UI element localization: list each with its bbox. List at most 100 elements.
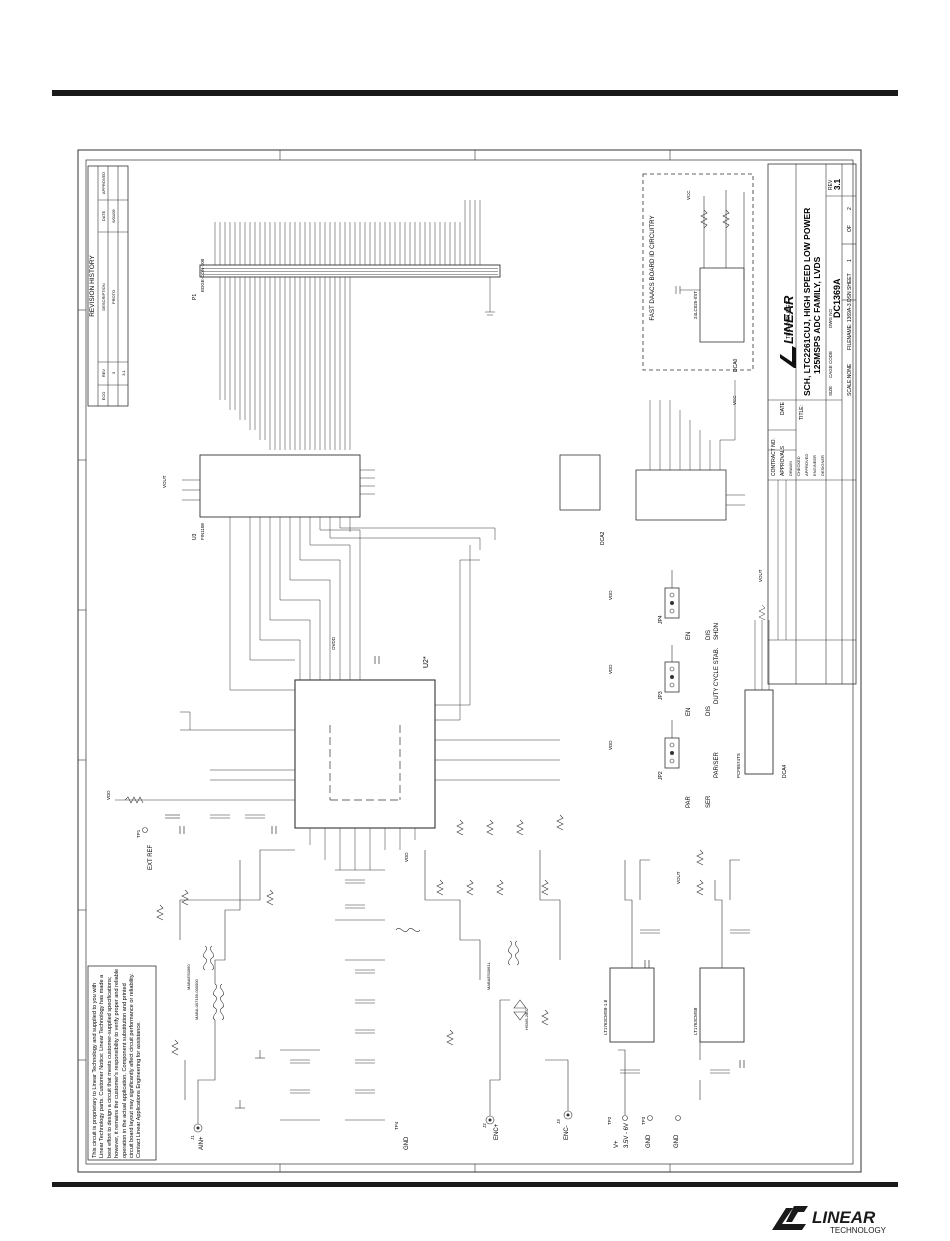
jumper-jp4: JP4 EN DIS SHDN (658, 570, 720, 640)
dwg-number: DC1369A (832, 278, 842, 318)
rev-row2-rev: 3.1 (121, 369, 126, 375)
p1-edge-connector: P1 EDGE-CON-100 (192, 200, 501, 450)
dca2-label: DCA2 (600, 531, 606, 545)
d1-label: HSMS-2802 (524, 1007, 529, 1030)
size-label: SIZE (828, 386, 833, 396)
analog-input-network (156, 849, 295, 1133)
t2-label: MABAES0060 (186, 964, 191, 990)
drawing-frame (77, 149, 862, 1173)
footer-logo-subtext: TECHNOLOGY (830, 1226, 887, 1235)
revision-history-title: REVISION HISTORY (89, 255, 96, 317)
u3-ref: U3 (192, 533, 198, 540)
vdd-label-5: VDD (608, 740, 613, 750)
jp3-function-label: DUTY CYCLE STAB. (714, 647, 720, 704)
notice-text: This circuit is proprietary to Linear Te… (92, 968, 143, 1158)
enc-plus-label: ENC+ (494, 1123, 500, 1140)
sheet-number: 1 (847, 259, 853, 262)
jp4-bottom-label: DIS (706, 630, 712, 640)
u6-ldo (699, 967, 745, 1043)
linear-footer-logo-icon: LINEAR TECHNOLOGY (772, 1206, 887, 1235)
ovdd-label-1: OVDD (331, 636, 336, 650)
jp3-top-label: EN (686, 708, 692, 716)
u1-part: 24LC025-I/ST (693, 291, 698, 319)
board-id-circuit: FAST DAACS BOARD ID CIRCUITRY 24LC025-I/… (642, 173, 754, 371)
rev-number: 3.1 (833, 178, 842, 190)
vdd-label-3: VDD (608, 590, 613, 600)
drawing-inner-frame (85, 159, 854, 1165)
u4-part: LT1763CMS8-1.8 (603, 999, 608, 1035)
vout-label-2: VOUT (758, 569, 763, 582)
jp4-top-label: EN (686, 632, 692, 640)
of-label: OF (847, 225, 853, 232)
u2-adc: U2* (294, 656, 436, 870)
rev-header-rev: REV (101, 369, 106, 378)
p1-part: EDGE-CON-100 (200, 258, 205, 292)
j2-label: J2 (482, 1123, 487, 1128)
ext-ref-label: EXT REF (148, 844, 154, 870)
title-block-logo-text: LINEAR (781, 295, 796, 344)
p1-ref: P1 (192, 294, 198, 300)
vdd-label-1: VDD (106, 790, 111, 800)
sheet-label: SHEET (847, 273, 853, 290)
scale-label: SCALE:NONE (847, 363, 853, 396)
gnd-label-1: GND (404, 1136, 410, 1150)
role-engineer: ENGINEER (812, 455, 817, 476)
rev-header-description: DESCRIPTION (101, 283, 106, 310)
title-block: LINEAR TECHNOLOGY TITLE: SCH, LTC2261CUJ… (767, 163, 857, 685)
contract-label: CONTRACT NO. (771, 438, 777, 476)
j3-label: J3 (556, 1119, 561, 1124)
t3-label: MABAES0061L (486, 961, 491, 990)
proprietary-notice: This circuit is proprietary to Linear Te… (87, 965, 157, 1161)
rev-header-approved: APPROVED (101, 172, 106, 194)
u1-eeprom (699, 267, 745, 343)
rev-header-date: DATE (101, 210, 106, 221)
tp1-label: TP1 (136, 829, 141, 838)
title-line2: 125MSPS ADC FAMILY, LVDS (812, 256, 822, 374)
u5-part: PCF8574TS (736, 753, 741, 778)
jp4-function-label: SHDN (714, 623, 720, 640)
ain-label: AIN+ (199, 1136, 205, 1150)
u5-io-expander: PCF8574TS DCA4 (736, 604, 788, 778)
date-label: DATE (780, 401, 786, 415)
of-number: 2 (847, 207, 853, 210)
gnd-label-2: GND (646, 1134, 652, 1148)
jumper-jp3: JP3 EN DIS DUTY CYCLE STAB. (658, 645, 720, 716)
j1-label: J1 (190, 1135, 195, 1140)
jp4-ref: JP4 (658, 615, 664, 624)
jp2-ref: JP2 (658, 771, 664, 780)
power-supply: V+ 3.5V - 6V GND GND TP2 TP3 LT1763CMS8-… (603, 849, 750, 1148)
dca-interface: DCA2 DCA0 (559, 358, 745, 545)
role-checked: CHECKED (796, 456, 801, 476)
u2-ref: U2* (423, 656, 430, 668)
vout-label-3: VOUT (676, 871, 681, 884)
role-designer: DESIGNER (820, 455, 825, 476)
jp2-bottom-label: SER (706, 795, 712, 808)
data-bus-traces (150, 517, 560, 801)
t1-label: MABA-007159-000000 (194, 979, 199, 1020)
vcc-label-2: VCC (732, 395, 737, 405)
page-bottom-rule (52, 1182, 898, 1187)
rev-label: REV (828, 179, 834, 190)
page-top-rule (52, 90, 898, 96)
footer-logo-text: LINEAR (812, 1208, 876, 1227)
jumper-jp2: JP2 PAR SER PAR/SER (658, 720, 720, 808)
vplus-label: V+ (614, 1140, 620, 1148)
u4-ldo (609, 967, 655, 1043)
tp3-label: TP3 (641, 1116, 646, 1125)
decoupling-capacitors (280, 869, 385, 1121)
jp2-top-label: PAR (686, 795, 692, 808)
dca4-label: DCA4 (782, 764, 788, 778)
approvals-label: APPROVALS (780, 445, 786, 476)
u6-part: LT1763CMS8 (693, 1007, 698, 1035)
role-drawn: DRAWN (788, 461, 793, 476)
vdd-label-2: VDD (404, 852, 409, 862)
rev-header-eco: ECO (101, 392, 106, 401)
u3-part: FIN1108 (200, 523, 205, 540)
title-block-company: TECHNOLOGY (786, 300, 792, 339)
vcc-label-1: VCC (686, 190, 691, 200)
linear-logo-icon: LINEAR (780, 295, 796, 368)
board-id-label: FAST DAACS BOARD ID CIRCUITRY (649, 215, 656, 320)
tp2-label: TP2 (607, 1116, 612, 1125)
ext-ref-network: EXT REF TP1 (115, 796, 265, 870)
